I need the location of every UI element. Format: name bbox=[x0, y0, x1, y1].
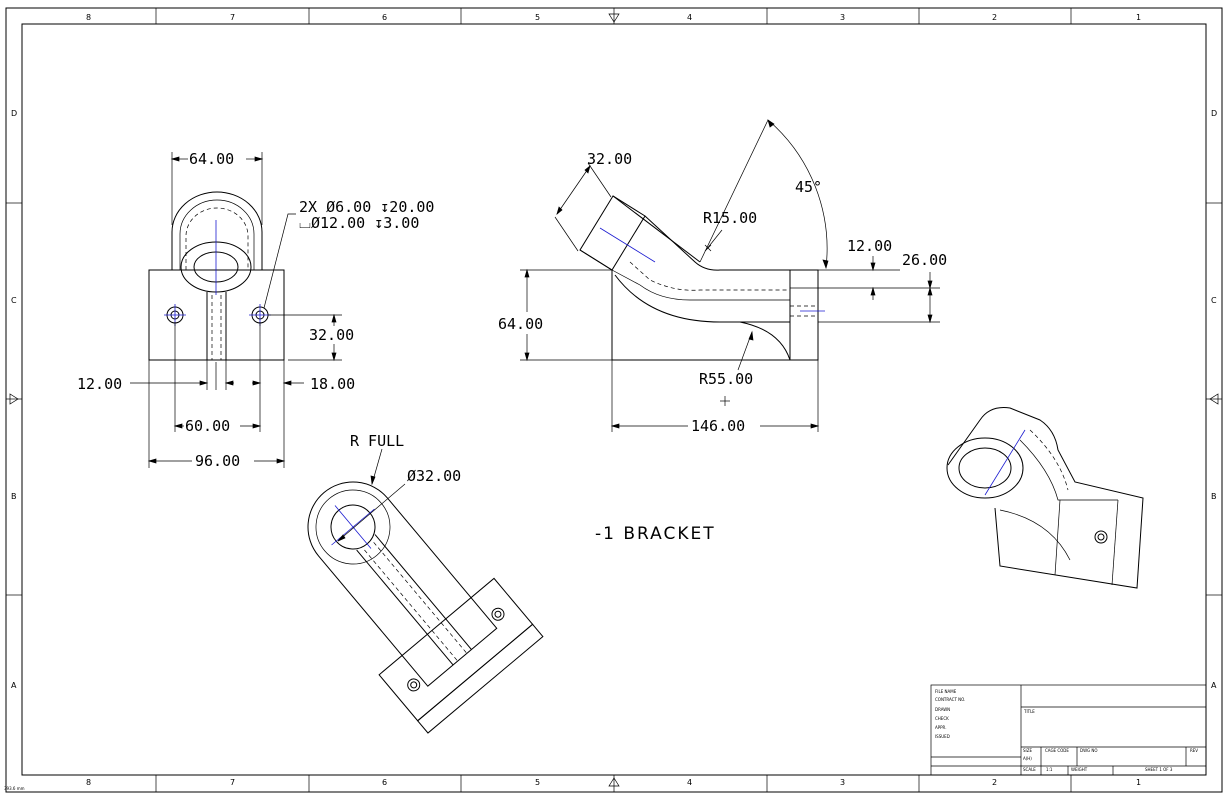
dim-side-height: 64.00 bbox=[498, 315, 543, 333]
dim-front-right-offset: 18.00 bbox=[310, 375, 355, 393]
dim-side-radius-large: R55.00 bbox=[699, 370, 753, 388]
dim-side-length: 146.00 bbox=[691, 417, 745, 435]
inner-border bbox=[21, 23, 1207, 776]
dim-front-width-top: 64.00 bbox=[189, 150, 234, 168]
part-title: -1 BRACKET bbox=[595, 524, 716, 544]
zone-col-4-bottom: 4 bbox=[687, 778, 692, 787]
front-view-dimensions bbox=[130, 152, 342, 468]
front-view bbox=[148, 191, 285, 361]
tb-title-label: TITLE bbox=[1023, 709, 1035, 714]
tb-size-label: SIZE bbox=[1023, 748, 1032, 753]
zone-row-d-left: D bbox=[11, 109, 17, 118]
side-view-dimensions bbox=[520, 119, 940, 432]
zone-col-7-top: 7 bbox=[230, 13, 235, 22]
zone-col-5-bottom: 5 bbox=[535, 778, 540, 787]
tb-scale-label: SCALE bbox=[1023, 767, 1036, 772]
dim-side-step: 12.00 bbox=[847, 237, 892, 255]
tb-rev-label: REV bbox=[1190, 748, 1198, 753]
zone-row-a-left: A bbox=[11, 681, 17, 690]
zone-col-6-bottom: 6 bbox=[382, 778, 387, 787]
zone-col-3-bottom: 3 bbox=[840, 778, 845, 787]
dim-top-bore: Ø32.00 bbox=[407, 467, 461, 485]
outer-border bbox=[5, 7, 1223, 793]
dim-front-height: 32.00 bbox=[309, 326, 354, 344]
tb-weight-label: WEIGHT bbox=[1071, 767, 1088, 772]
dim-side-tube-length: 32.00 bbox=[587, 150, 632, 168]
tb-appr-label: APPR. bbox=[935, 725, 946, 730]
dim-hole-callout-line1: 2X Ø6.00 ↧20.00 bbox=[299, 198, 434, 216]
zone-row-a-right: A bbox=[1211, 681, 1217, 690]
tb-size-value: A(H) bbox=[1023, 756, 1032, 761]
zone-col-4-top: 4 bbox=[687, 13, 692, 22]
zone-row-c-left: C bbox=[11, 296, 17, 305]
tb-contract-label: CONTRACT NO. bbox=[935, 697, 965, 702]
dim-front-left-offset: 12.00 bbox=[77, 375, 122, 393]
zone-row-d-right: D bbox=[1211, 109, 1217, 118]
tb-dwg-no-label: DWG NO bbox=[1080, 748, 1098, 753]
dim-top-radius: R FULL bbox=[350, 432, 404, 450]
tb-sheet-label: SHEET 1 OF 3 bbox=[1145, 767, 1173, 772]
zone-col-7-bottom: 7 bbox=[230, 778, 235, 787]
tb-drawn-label: DRAWN bbox=[935, 707, 950, 712]
dim-side-bore-height: 26.00 bbox=[902, 251, 947, 269]
tb-cage-code-label: CAGE CODE bbox=[1045, 748, 1069, 753]
tb-scale-value: 1:1 bbox=[1046, 767, 1053, 772]
zone-col-2-bottom: 2 bbox=[992, 778, 997, 787]
top-view bbox=[307, 481, 544, 734]
dim-side-radius-small: R15.00 bbox=[703, 209, 757, 227]
zone-col-1-top: 1 bbox=[1136, 13, 1141, 22]
title-block bbox=[930, 684, 1207, 776]
zone-row-b-right: B bbox=[1211, 492, 1217, 501]
zone-col-1-bottom: 1 bbox=[1136, 778, 1141, 787]
dim-hole-spacing: 60.00 bbox=[185, 417, 230, 435]
zone-col-3-top: 3 bbox=[840, 13, 845, 22]
scale-readout: 393.6 mm bbox=[4, 786, 25, 791]
zone-col-5-top: 5 bbox=[535, 13, 540, 22]
top-view-dimensions bbox=[337, 448, 406, 542]
zone-ticks bbox=[6, 8, 1222, 792]
dim-front-base-width: 96.00 bbox=[195, 452, 240, 470]
zone-col-8-top: 8 bbox=[86, 13, 91, 22]
zone-row-c-right: C bbox=[1211, 296, 1217, 305]
tb-check-label: CHECK bbox=[935, 716, 949, 721]
zone-col-2-top: 2 bbox=[992, 13, 997, 22]
zone-col-8-bottom: 8 bbox=[86, 778, 91, 787]
zone-col-6-top: 6 bbox=[382, 13, 387, 22]
isometric-view bbox=[946, 407, 1144, 589]
tb-issued-label: ISSUED bbox=[935, 734, 950, 739]
zone-row-b-left: B bbox=[11, 492, 17, 501]
dim-hole-callout-line2: ⌴Ø12.00 ↧3.00 bbox=[299, 214, 419, 232]
tb-file-name-label: FILE NAME bbox=[935, 689, 957, 694]
side-view bbox=[579, 195, 825, 361]
dim-side-angle: 45° bbox=[795, 178, 822, 196]
